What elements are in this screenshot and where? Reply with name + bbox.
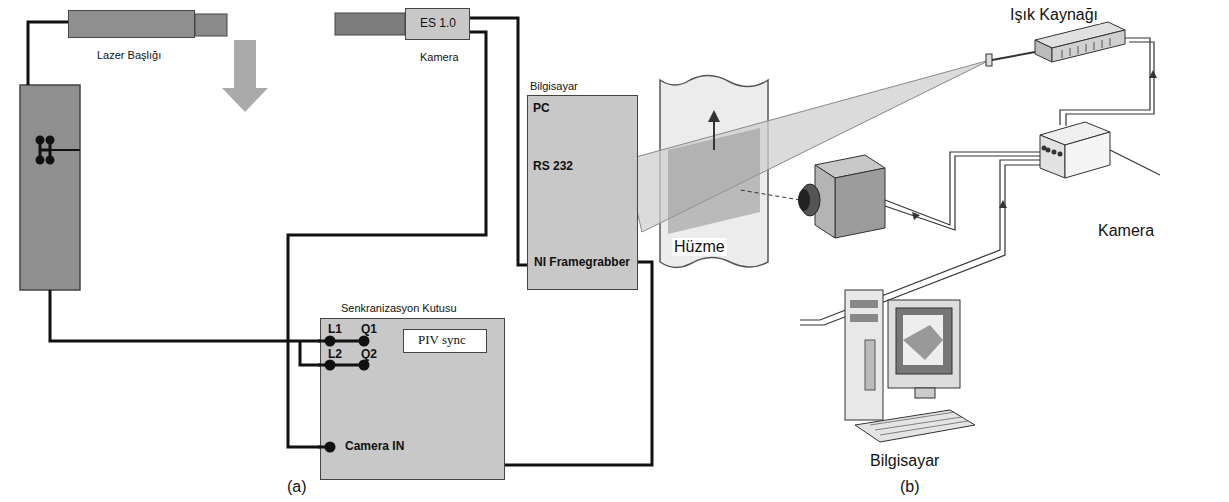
node-text: Q1 [361, 323, 377, 337]
laser-power-unit [20, 85, 80, 290]
flow-arrow [222, 40, 268, 112]
trigger-wire [50, 290, 320, 341]
signal-cable [505, 262, 652, 465]
node-text: PC [533, 102, 550, 116]
node-text: ES 1.0 [420, 17, 456, 31]
node-label: Kamera [420, 51, 459, 64]
sync-box: Senkranizasyon KutusuL1Q1L2Q2Camera INPI… [320, 318, 505, 480]
laser-nozzle [195, 14, 227, 36]
part-label: Bilgisayar [868, 452, 941, 470]
part-label: Hüzme [672, 238, 727, 256]
piv-sync-box: PIV sync [403, 329, 487, 353]
computer-box: BilgisayarPCRS 232NI Framegrabber [527, 95, 638, 290]
trigger-wire [300, 341, 320, 365]
node-label: Senkranizasyon Kutusu [341, 302, 457, 315]
node-text: PIV sync [418, 333, 466, 348]
node-text: NI Framegrabber [534, 256, 630, 270]
signal-cable [470, 18, 527, 265]
laser-cable [28, 22, 68, 85]
part-label: Işık Kaynağı [1008, 6, 1100, 24]
node-text: L1 [328, 323, 342, 337]
node-label: Lazer Başlığı [97, 49, 161, 62]
panel-caption: (b) [898, 478, 922, 496]
part-label: Kamera [1096, 222, 1156, 240]
node-text: RS 232 [533, 160, 573, 174]
switch-symbol [37, 137, 80, 163]
panel-caption: (a) [285, 478, 309, 496]
node-text: Camera IN [345, 440, 404, 454]
node-text: L2 [328, 348, 342, 362]
node-label: Bilgisayar [530, 80, 578, 93]
node-text: Q2 [361, 348, 377, 362]
camera-box: ES 1.0Kamera [405, 8, 470, 40]
laser-head: Lazer Başlığı [68, 10, 195, 38]
piv-illustration [625, 22, 1160, 442]
camera-lens [335, 13, 405, 35]
